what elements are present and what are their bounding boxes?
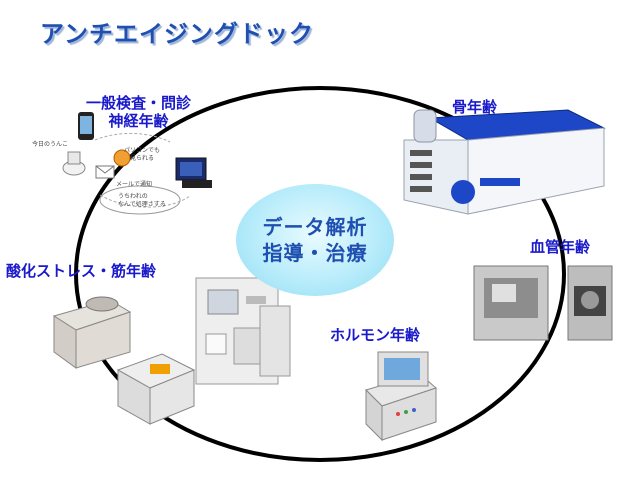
hormone-analyzer-illustration	[365, 351, 437, 442]
general-diagram-text-6: なんで処理さする	[118, 200, 166, 208]
label-hormone-age: ホルモン年齢	[330, 326, 421, 344]
general-diagram-text-5: うちわれの	[118, 193, 148, 200]
vessel-age-photos	[473, 265, 613, 341]
center-node: データ解析 指導・治療	[236, 184, 394, 296]
label-vessel-age: 血管年齢	[530, 238, 591, 256]
page-title: アンチエイジングドック	[40, 20, 315, 48]
general-diagram-text-3: 見られる	[130, 155, 154, 162]
cycle-ring	[74, 86, 566, 462]
general-diagram-text-1: 今日のうんこ	[32, 140, 68, 148]
label-nerve-age: 神経年齢	[108, 112, 169, 130]
oxidative-stress-illustration	[52, 296, 196, 425]
general-exam-illustration: 今日のうんこ パソコンでも 見られる メールで通知 うちわれの なんで処理さする	[32, 112, 212, 215]
general-diagram-text-2: パソコンでも	[124, 147, 160, 154]
general-diagram-text-4: メールで通知	[116, 180, 152, 188]
blood-analyzer-illustration	[195, 277, 291, 385]
label-general-exam: 一般検査・問診 神経年齢	[86, 94, 191, 130]
label-general-exam-line1: 一般検査・問診	[86, 94, 192, 112]
center-line2: 指導・治療	[262, 241, 368, 265]
browser-icon	[113, 149, 131, 167]
label-oxidative-stress: 酸化ストレス・筋年齢	[6, 262, 157, 280]
bone-densitometer-illustration	[403, 109, 606, 215]
label-bone-age: 骨年齢	[452, 98, 498, 116]
center-line1: データ解析	[262, 215, 368, 239]
